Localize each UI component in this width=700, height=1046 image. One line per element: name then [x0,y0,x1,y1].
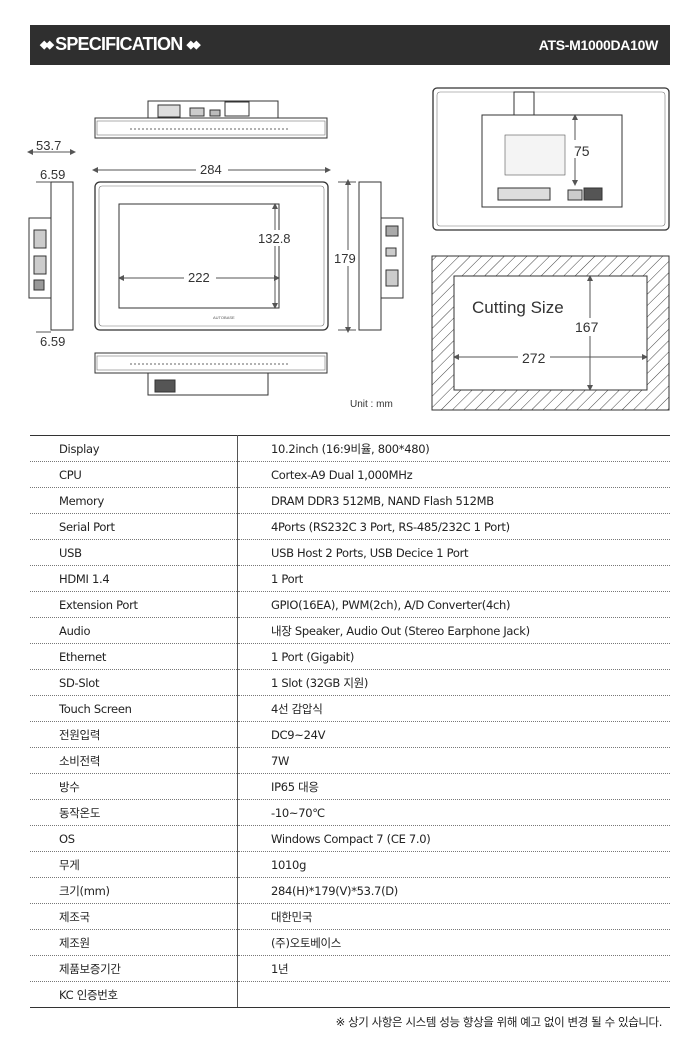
spec-label: Display [30,435,238,462]
dim-offset-bottom: 6.59 [40,334,65,349]
spec-value: 4Ports (RS232C 3 Port, RS-485/232C 1 Por… [237,513,670,540]
bottom-view: Unit : mm [94,352,393,410]
front-view: AUTOBASE 284 132.8 222 179 [92,162,361,333]
back-view: 75 [432,87,670,231]
dim-screen-width: 222 [188,270,210,285]
spec-label: SD-Slot [30,669,238,696]
spec-value: 10.2inch (16:9비율, 800*480) [237,435,670,462]
right-side-view [358,181,404,331]
spec-value: DC9~24V [237,721,670,748]
spec-label: USB [30,539,238,566]
spec-value: GPIO(16EA), PWM(2ch), A/D Converter(4ch) [237,591,670,618]
title-text: SPECIFICATION [55,34,183,54]
model-name: ATS-M1000DA10W [538,37,659,53]
spec-value: 1 Slot (32GB 지원) [237,669,670,696]
footnote: ※ 상기 사항은 시스템 성능 향상을 위해 예고 없이 변경 될 수 있습니다… [335,1015,663,1029]
top-view [94,100,328,139]
spec-label: CPU [30,461,238,488]
spec-row: 크기(mm)284(H)*179(V)*53.7(D) [30,877,670,904]
spec-value: 284(H)*179(V)*53.7(D) [237,877,670,904]
spec-label: Ethernet [30,643,238,670]
spec-header: ◆◆ SPECIFICATION ◆◆ ATS-M1000DA10W [30,25,670,65]
spec-value: 내장 Speaker, Audio Out (Stereo Earphone J… [237,617,670,644]
spec-value: USB Host 2 Ports, USB Decice 1 Port [237,539,670,566]
spec-label: 제품보증기간 [30,955,238,982]
diamond-icon: ◆◆ [40,39,54,51]
spec-label: Audio [30,617,238,644]
spec-value: 1010g [237,851,670,878]
unit-label: Unit : mm [350,399,393,410]
spec-value: 1 Port (Gigabit) [237,643,670,670]
dim-cut-height: 167 [575,319,599,335]
spec-label: 제조원 [30,929,238,956]
spec-row: 동작온도-10~70℃ [30,799,670,826]
cutting-size-label: Cutting Size [472,298,564,317]
spec-value: Cortex-A9 Dual 1,000MHz [237,461,670,488]
spec-label: Extension Port [30,591,238,618]
dim-offset-top: 6.59 [40,167,65,182]
dim-width: 284 [200,162,222,177]
spec-label: Touch Screen [30,695,238,722]
spec-label: 동작온도 [30,799,238,826]
spec-label: Serial Port [30,513,238,540]
spec-label: HDMI 1.4 [30,565,238,592]
spec-value: 대한민국 [237,903,670,930]
dim-back: 75 [574,143,590,159]
spec-value: 1년 [237,955,670,982]
dim-height: 179 [334,251,356,266]
dim-depth: 53.7 [36,138,61,153]
spec-label: Memory [30,487,238,514]
spec-value: IP65 대응 [237,773,670,800]
dimension-drawing: AUTOBASE 284 132.8 222 179 53.7 6.59 6.5… [27,87,670,411]
spec-value [237,981,670,1008]
dim-screen-height: 132.8 [258,231,291,246]
spec-value: DRAM DDR3 512MB, NAND Flash 512MB [237,487,670,514]
spec-label: OS [30,825,238,852]
spec-label: 무게 [30,851,238,878]
spec-label: 크기(mm) [30,877,238,904]
spec-value: 1 Port [237,565,670,592]
cutting-size-diagram: Cutting Size 167 272 [431,255,670,411]
spec-label: 전원입력 [30,721,238,748]
spec-value: 7W [237,747,670,774]
spec-label: KC 인증번호 [30,981,238,1008]
svg-text:AUTOBASE: AUTOBASE [213,315,235,320]
spec-value: (주)오토베이스 [237,929,670,956]
spec-row: 제조원(주)오토베이스 [30,929,670,956]
dim-cut-width: 272 [522,350,546,366]
header-title: ◆◆ SPECIFICATION ◆◆ [40,34,201,55]
spec-label: 제조국 [30,903,238,930]
spec-value: Windows Compact 7 (CE 7.0) [237,825,670,852]
spec-label: 소비전력 [30,747,238,774]
spec-value: -10~70℃ [237,799,670,826]
spec-label: 방수 [30,773,238,800]
diamond-icon: ◆◆ [186,39,201,51]
left-side-view: 53.7 6.59 6.59 [27,138,76,349]
spec-row: KC 인증번호 [30,981,670,1008]
spec-value: 4선 감압식 [237,695,670,722]
